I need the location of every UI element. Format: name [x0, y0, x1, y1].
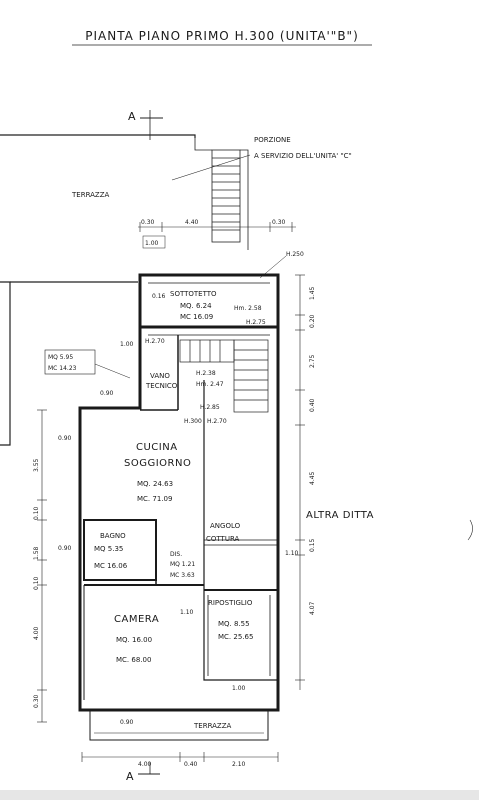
misc-dim-1: 1.00 — [120, 341, 134, 348]
misc-dim-5: 0.90 — [120, 719, 134, 726]
vano-tecnico-mc: MC 14.23 — [48, 365, 77, 372]
dim-right-0: 1.45 — [309, 286, 316, 300]
dim-left-3: 0.10 — [33, 576, 40, 590]
angolo-name2: COTTURA — [206, 535, 240, 543]
vano-tecnico-name2: TECNICO — [145, 382, 178, 390]
dim-bottom-0: 4.00 — [138, 761, 152, 768]
terrazza-bottom-label: TERRAZZA — [193, 722, 232, 730]
upper-stair — [194, 138, 249, 250]
bottom-dimensions — [81, 752, 279, 762]
misc-dim-2: 0.90 — [58, 435, 72, 442]
porzione-label: PORZIONE — [254, 136, 291, 144]
outer-left-boundary — [0, 281, 11, 446]
right-dimensions — [295, 274, 305, 690]
dis-mq: MQ 1.21 — [170, 561, 195, 568]
bagno-mq: MQ 5.35 — [94, 545, 123, 553]
dim-right-6: 4.07 — [309, 601, 316, 615]
bagno-mc: MC 16.06 — [94, 562, 128, 570]
dim-right-3: 0.40 — [309, 398, 316, 412]
misc-dim-3: 0.90 — [58, 545, 72, 552]
stair-h2: H.2.85 — [200, 404, 220, 411]
terrazza-top-label: TERRAZZA — [71, 191, 110, 199]
cucina-mc: MC. 71.09 — [137, 495, 172, 503]
left-dimensions — [37, 409, 47, 723]
dis-mc: MC 3.63 — [170, 572, 195, 579]
dim-right-1: 0.20 — [309, 314, 316, 328]
cucina-name2: SOGGIORNO — [124, 458, 191, 469]
plan-title: PIANTA PIANO PRIMO H.300 (UNITA'"B") — [85, 29, 359, 43]
dim-left-5: 0.30 — [33, 694, 40, 708]
dis-name: DIS. — [170, 551, 182, 558]
dim-right-4: 4.45 — [309, 471, 316, 485]
viewer-bottom-bar — [0, 790, 479, 800]
cucina-mq: MQ. 24.63 — [137, 480, 173, 488]
inner-stair — [179, 339, 269, 413]
bagno-name: BAGNO — [100, 532, 126, 540]
camera-mc: MC. 68.00 — [116, 656, 151, 664]
misc-dim-8: 0.90 — [100, 390, 114, 397]
dim-top-2: 0.30 — [272, 219, 286, 226]
sottotetto-name: SOTTOTETTO — [170, 290, 217, 298]
dim-bottom-1: 0.40 — [184, 761, 198, 768]
dim-right-2: 2.75 — [309, 354, 316, 368]
vano-tecnico-mq: MQ 5.95 — [48, 354, 73, 361]
sottotetto-h: H.2.75 — [246, 319, 266, 326]
dim-top-small: 1.00 — [145, 240, 159, 247]
dim-left-4: 4.00 — [33, 626, 40, 640]
dim-top-1: 4.40 — [185, 219, 199, 226]
ripostiglio-mc: MC. 25.65 — [218, 633, 253, 641]
stair-hm: Hm. 2.47 — [196, 381, 224, 388]
porzione-label-line2: A SERVIZIO DELL'UNITA' "C" — [254, 152, 352, 160]
cucina-name1: CUCINA — [136, 442, 178, 453]
dim-left-2: 1.58 — [33, 546, 40, 560]
ripostiglio-name: RIPOSTIGLIO — [208, 599, 253, 607]
misc-dim-4: 1.10 — [180, 609, 194, 616]
dim-top-0: 0.30 — [141, 219, 155, 226]
stair-h300: H.300 — [184, 418, 202, 425]
altra-ditta-label: ALTRA DITTA — [306, 510, 374, 521]
stair-h-top: H.2.70 — [145, 338, 165, 345]
section-marker-bottom-label: A — [126, 770, 134, 783]
misc-dim-6: 1.00 — [232, 685, 246, 692]
top-dimensions — [138, 222, 296, 232]
dim-right-5: 0.15 — [309, 538, 316, 552]
building-walls — [78, 273, 280, 741]
dim-left-1: 0.10 — [33, 506, 40, 520]
vano-tecnico-name1: VANO — [150, 372, 170, 380]
angolo-name1: ANGOLO — [210, 522, 241, 530]
vano-tecnico-area-box — [44, 349, 96, 375]
dim-top-small-box — [142, 235, 166, 249]
stair-h1: H.2.38 — [196, 370, 216, 377]
vano-tecnico-leader — [94, 363, 131, 379]
sottotetto-mq: MQ. 6.24 — [180, 302, 212, 310]
edge-mark — [467, 519, 473, 541]
camera-name: CAMERA — [114, 614, 159, 625]
dim-bottom-2: 2.10 — [232, 761, 246, 768]
sottotetto-mc: MC 16.09 — [180, 313, 213, 321]
sottotetto-hm: Hm. 2.58 — [234, 305, 262, 312]
terrace-left-outline — [0, 134, 196, 138]
camera-mq: MQ. 16.00 — [116, 636, 152, 644]
ripostiglio-mq: MQ. 8.55 — [218, 620, 250, 628]
misc-dim-7: 1.10 — [285, 550, 299, 557]
dim-left-0: 3.55 — [33, 458, 40, 472]
section-marker-top-label: A — [128, 110, 136, 123]
stepper-mark-0: 0.16 — [152, 293, 166, 300]
porzione-leader — [171, 154, 251, 181]
stair-h3: H.2.70 — [207, 418, 227, 425]
h250-label: H.250 — [286, 251, 304, 258]
